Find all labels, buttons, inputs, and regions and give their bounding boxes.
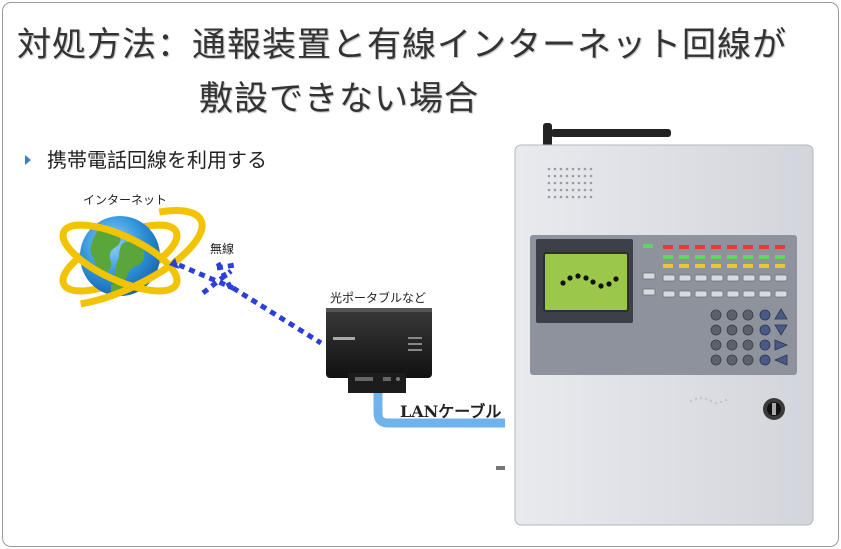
bullet-triangle-icon [25,154,31,165]
antenna-icon [543,123,671,151]
bullet-text: 携帯電話回線を利用する [47,148,267,172]
diagram-graphics [59,123,814,526]
lan-cable-label: LANケーブル [400,402,502,421]
wireless-signal [169,258,323,346]
connector-mark [496,466,505,470]
title-line-2: 敷設できない場合 [199,79,479,119]
portable-router-icon [326,308,432,393]
alarm-device-icon [514,123,814,526]
wireless-label: 無線 [210,242,235,256]
lan-cable [373,391,505,428]
bullet-item: 携帯電話回線を利用する [25,144,267,173]
internet-label: インターネット [83,193,168,207]
globe-icon [59,207,206,308]
title-line-1: 対処方法：通報装置と有線インターネット回線が [17,25,787,65]
router-label: 光ポータブルなど [330,291,427,305]
key-icon [763,398,785,420]
